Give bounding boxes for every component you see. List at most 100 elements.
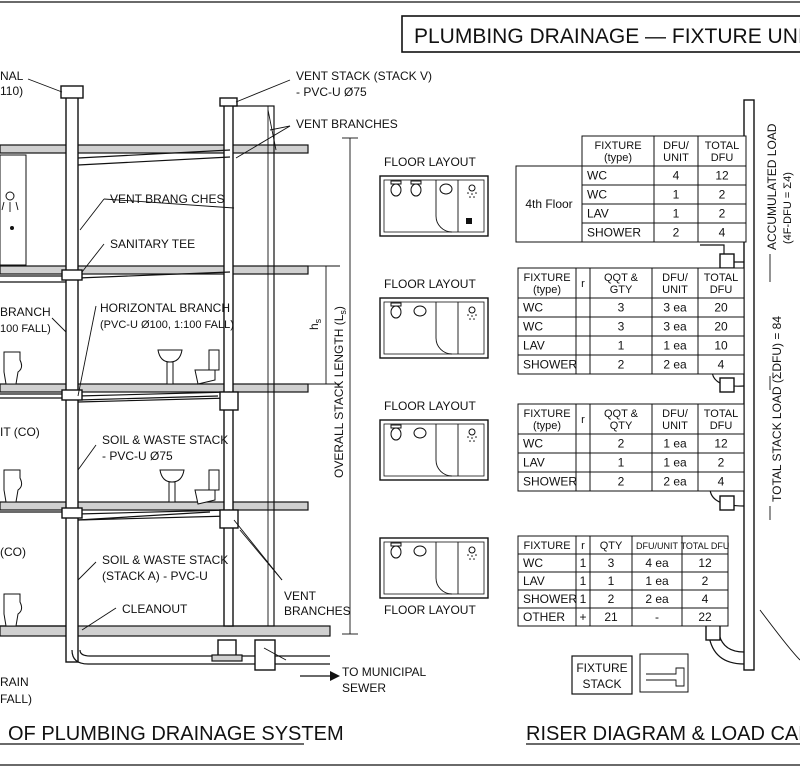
table-header-cell: FIXTURE	[523, 272, 570, 284]
table-cell: 2	[719, 188, 726, 202]
label-vent-stack: VENT STACK (STACK V)	[296, 69, 432, 83]
building-wall	[227, 105, 275, 627]
shower-icon	[467, 306, 477, 320]
label-cleanout-left-2: (CO)	[0, 545, 26, 559]
table-cell: 1	[580, 556, 587, 570]
table-cell: 2	[719, 207, 726, 221]
section-labels: NAL 110) VENT STACK (STACK V) - PVC-U Ø7…	[0, 69, 432, 745]
label-cleanout: CLEANOUT	[122, 602, 188, 616]
table-cell: SHOWER	[523, 592, 577, 606]
table-header-cell: (type)	[604, 152, 632, 164]
title-block: PLUMBING DRAINAGE — FIXTURE UNIT	[401, 15, 800, 53]
table-cell: 1	[618, 339, 625, 353]
table-row: OTHER+21-22	[517, 607, 729, 627]
table-header-cell: DFU/	[662, 408, 689, 420]
table-header-cell: TOTAL	[704, 272, 738, 284]
vent-junction-3	[219, 391, 239, 411]
wc-icon	[390, 180, 422, 197]
table-header-cell: GTY	[610, 284, 633, 296]
lavatory-fixture-3	[157, 349, 220, 385]
table-cell: WC	[523, 437, 543, 451]
table-cell: 3 ea	[663, 301, 687, 315]
table-cell: 2 ea	[663, 358, 687, 372]
table-header-cell: (type)	[533, 284, 561, 296]
table-cell: 1 ea	[645, 574, 669, 588]
label-drain-left-2: FALL)	[0, 692, 32, 706]
table-header-cell: FIXTURE	[523, 408, 570, 420]
vent-branch-2	[77, 509, 231, 515]
table-cell: OTHER	[523, 610, 565, 624]
wc-icon	[390, 302, 402, 319]
lavatory-icon	[413, 545, 427, 557]
table-header-cell: QQT &	[604, 408, 639, 420]
table-header-cell: UNIT	[662, 284, 688, 296]
table-cell: 3	[618, 320, 625, 334]
fixture-stack-box	[571, 655, 633, 695]
wc-fixture-1	[3, 593, 23, 627]
floor-slab-4	[0, 265, 309, 275]
table-cell: WC	[587, 169, 607, 183]
table-cell: 4 ea	[645, 556, 669, 570]
label-soil-stack-1: SOIL & WASTE STACK	[102, 433, 228, 447]
table-cell: 4	[718, 475, 725, 489]
lavatory-icon	[413, 427, 427, 439]
table-cell: 3	[608, 556, 615, 570]
table-cell: 4	[702, 592, 709, 606]
label-vent-terminal-size: 110)	[0, 84, 23, 98]
floor-slab-3	[0, 383, 309, 393]
table-cell: 1	[673, 188, 680, 202]
shower-fixture-4	[0, 154, 27, 266]
table-header-cell: r	[581, 540, 585, 552]
floor-layout-plan: FLOOR LAYOUT	[379, 155, 489, 237]
table-cell: LAV	[523, 574, 545, 588]
table-cell: 12	[714, 437, 728, 451]
label-to-sewer-1: TO MUNICIPAL	[342, 665, 427, 679]
building-section	[0, 85, 358, 671]
table-cell: 2 ea	[645, 592, 669, 606]
table-cell: 20	[714, 301, 728, 315]
floor-layout-label: FLOOR LAYOUT	[384, 155, 476, 169]
table-header-cell: QQT &	[604, 272, 639, 284]
table-cell: WC	[523, 556, 543, 570]
table-cell: 4	[718, 358, 725, 372]
table-header-cell: DFU	[710, 420, 733, 432]
table-header-cell: DFU	[710, 284, 733, 296]
label-vent-branches-top: VENT BRANCHES	[296, 117, 398, 131]
svg-text:OVERALL STACK LENGTH (Ls): OVERALL STACK LENGTH (Ls)	[332, 306, 348, 478]
dfu-tables: 4th FloorFIXTURE(type)DFU/UNITTOTALDFUWC…	[515, 135, 747, 627]
floor-slab-2	[0, 501, 309, 511]
lavatory-fixture-2	[159, 469, 220, 505]
table-row: WC 3 3 ea 20	[517, 297, 745, 318]
table-cell: SHOWER	[523, 358, 577, 372]
label-horizontal-branch-spec: (PVC-U Ø100, 1:100 FALL)	[100, 319, 234, 331]
label-branch-left-spec: 100 FALL)	[0, 323, 51, 335]
vent-branch-3	[77, 391, 231, 397]
table-cell: 2	[618, 358, 625, 372]
table-cell: 3	[618, 301, 625, 315]
vent-stack	[223, 103, 234, 627]
table-cell: 3 ea	[663, 320, 687, 334]
shower-icon	[467, 546, 477, 560]
table-cell: WC	[523, 301, 543, 315]
floor-layout-plan: FLOOR LAYOUT	[379, 537, 489, 617]
floor-layout-plan: FLOOR LAYOUT	[379, 277, 489, 359]
label-soil-stack-2-spec: (STACK A) - PVC-U	[102, 569, 208, 583]
table-cell: 2 ea	[663, 475, 687, 489]
floor-layout-plan: FLOOR LAYOUT	[379, 399, 489, 481]
table-cell: 1 ea	[663, 339, 687, 353]
table-cell: 1	[618, 456, 625, 470]
table-cell: SHOWER	[587, 226, 641, 240]
table-header-cell: FIXTURE	[594, 140, 641, 152]
shower-icon	[467, 428, 477, 442]
table-header-cell: r	[581, 414, 585, 426]
label-cleanout-left-1: IT (CO)	[0, 425, 40, 439]
table-cell: 2	[718, 456, 725, 470]
table-header-cell: QTY	[600, 540, 623, 552]
label-accumulated-load: ACCUMULATED LOAD	[765, 123, 779, 250]
